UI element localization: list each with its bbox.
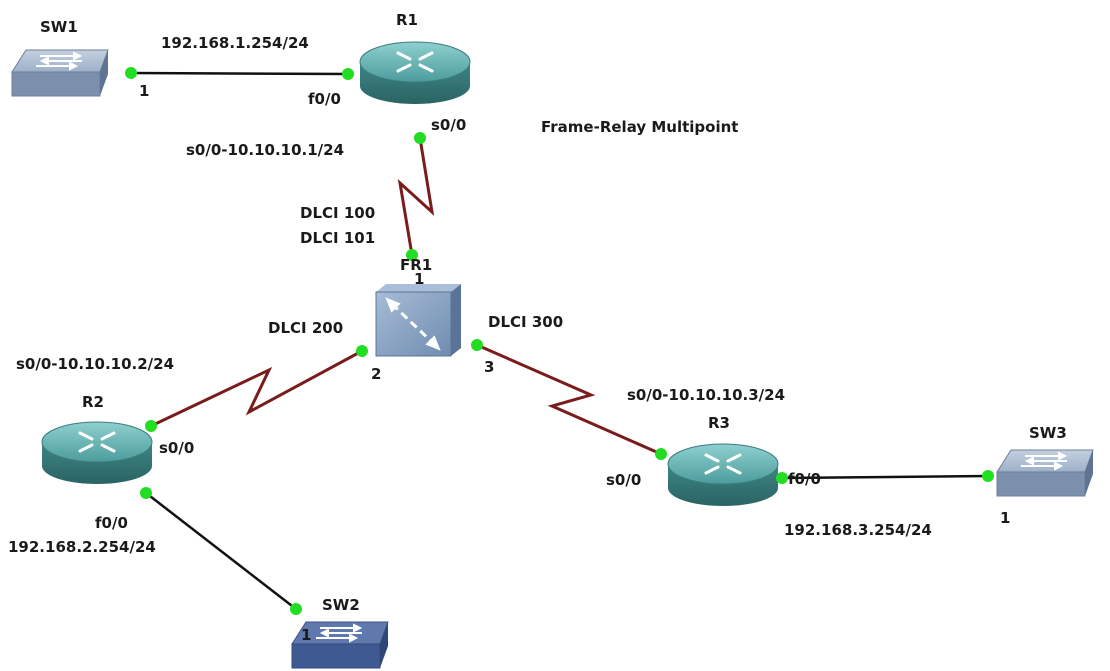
- dlci-label: DLCI 200: [268, 319, 343, 337]
- link-fr1-r3: [476, 343, 662, 456]
- port-dots: [125, 67, 994, 615]
- interface-label: s0/0: [159, 439, 194, 457]
- address-label: s0/0-10.10.10.1/24: [186, 141, 344, 159]
- links: [130, 71, 989, 610]
- port-dot: [406, 249, 418, 261]
- port-dot: [290, 603, 302, 615]
- link-fr1-r2: [150, 349, 363, 428]
- diagram-title: Frame-Relay Multipoint: [541, 118, 738, 136]
- device-label-sw2: SW2: [322, 596, 360, 614]
- port-dot: [982, 470, 994, 482]
- device-label-r3: R3: [708, 414, 730, 432]
- port-dot: [471, 339, 483, 351]
- router-icon[interactable]: [667, 443, 779, 506]
- link-r3-sw3: [781, 474, 989, 480]
- device-label-sw1: SW1: [40, 18, 78, 36]
- address-label: s0/0-10.10.10.3/24: [627, 386, 785, 404]
- port-dot: [342, 68, 354, 80]
- dlci-label: DLCI 300: [488, 313, 563, 331]
- interface-label: 1: [1000, 509, 1010, 527]
- device-label-r2: R2: [82, 393, 104, 411]
- router-icon[interactable]: [359, 41, 471, 104]
- port-dot: [125, 67, 137, 79]
- port-dot: [145, 420, 157, 432]
- port-dot: [776, 472, 788, 484]
- interface-label: 1: [414, 270, 424, 288]
- address-label: 192.168.1.254/24: [161, 34, 309, 52]
- interface-label: s0/0: [431, 116, 466, 134]
- interface-label: 3: [484, 358, 494, 376]
- port-dot: [140, 487, 152, 499]
- switch-icon[interactable]: [11, 49, 109, 97]
- switch-icon[interactable]: [291, 621, 389, 669]
- interface-label: f0/0: [95, 514, 128, 532]
- interface-label: f0/0: [308, 90, 341, 108]
- port-dot: [356, 345, 368, 357]
- switch-icon[interactable]: [996, 449, 1094, 497]
- port-dot: [655, 448, 667, 460]
- link-r1-fr1: [397, 137, 435, 256]
- device-label-r1: R1: [396, 11, 418, 29]
- frame-relay-switch-icon[interactable]: [375, 284, 461, 357]
- router-icon[interactable]: [41, 421, 153, 484]
- device-label-fr1: FR1: [400, 256, 432, 274]
- interface-label: f0/0: [788, 470, 821, 488]
- device-label-sw3: SW3: [1029, 424, 1067, 442]
- port-dot: [414, 132, 426, 144]
- address-label: s0/0-10.10.10.2/24: [16, 355, 174, 373]
- interface-label: 1: [301, 626, 311, 644]
- dlci-label: DLCI 101: [300, 229, 375, 247]
- address-label: 192.168.3.254/24: [784, 521, 932, 539]
- dlci-label: DLCI 100: [300, 204, 375, 222]
- interface-label: s0/0: [606, 471, 641, 489]
- interface-label: 2: [371, 365, 381, 383]
- interface-label: 1: [139, 82, 149, 100]
- link-sw1-r1: [130, 71, 349, 76]
- address-label: 192.168.2.254/24: [8, 538, 156, 556]
- link-r2-sw2: [145, 492, 297, 610]
